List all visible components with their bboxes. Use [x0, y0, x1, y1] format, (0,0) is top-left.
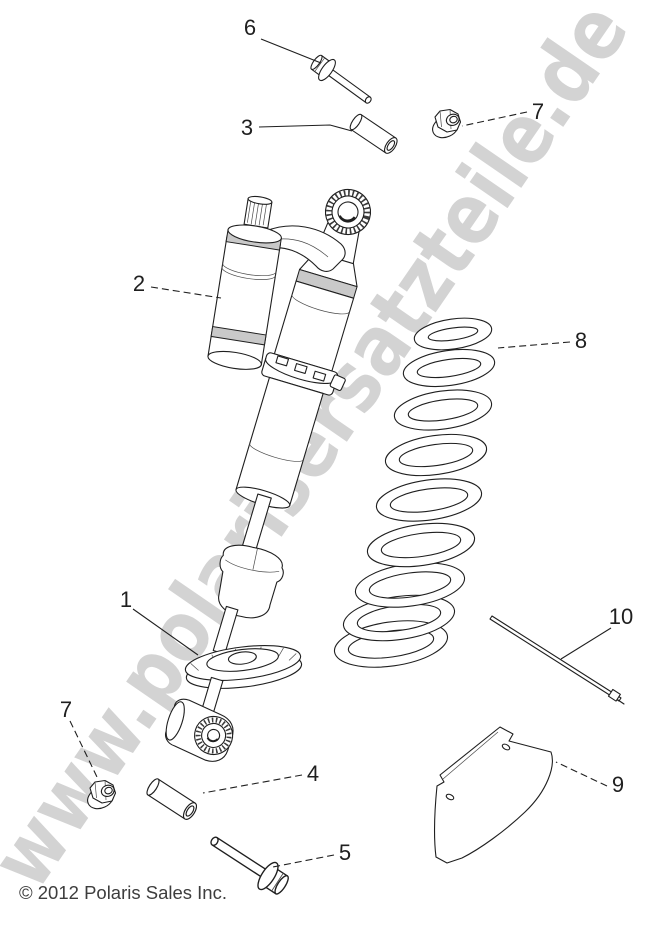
- callout-9-label: 9: [612, 772, 624, 797]
- callout-10: 10: [560, 604, 633, 660]
- callout-4-label: 4: [307, 761, 319, 786]
- shock-reservoir: [207, 195, 282, 370]
- spring-coil: [384, 433, 488, 477]
- callout-9: 9: [555, 761, 624, 797]
- callout-7-upper-label: 7: [532, 99, 544, 124]
- spring-coil: [413, 317, 493, 351]
- callout-3-line: [258, 124, 353, 132]
- shock-body: [235, 188, 372, 509]
- callout-4: 4: [202, 761, 319, 794]
- callout-8-label: 8: [575, 328, 587, 353]
- callout-1-label: 1: [120, 587, 132, 612]
- spring-coil: [393, 389, 493, 431]
- callout-6-label: 6: [244, 15, 256, 40]
- callout-8: 8: [497, 328, 587, 353]
- callout-5: 5: [272, 840, 351, 868]
- callout-6-line: [260, 38, 322, 64]
- spring-coil: [375, 478, 483, 522]
- callout-3-label: 3: [241, 115, 253, 140]
- callout-9-line: [555, 761, 608, 787]
- callout-7-upper-line: [461, 111, 528, 127]
- callout-1-line: [132, 608, 199, 656]
- callout-7-upper: 7: [461, 99, 544, 127]
- callout-2-label: 2: [133, 271, 145, 296]
- callout-7-lower-label: 7: [60, 697, 72, 722]
- callout-3: 3: [241, 115, 353, 140]
- callout-2-line: [150, 286, 222, 299]
- copyright-text: © 2012 Polaris Sales Inc.: [19, 882, 227, 903]
- bump-stop: [218, 544, 284, 619]
- callout-4-line: [202, 774, 303, 794]
- callout-10-label: 10: [609, 604, 633, 629]
- cable-tie: [489, 615, 625, 705]
- mud-guard: [433, 726, 553, 864]
- callout-10-line: [560, 627, 612, 660]
- coil-spring: [333, 317, 496, 668]
- callout-6: 6: [244, 15, 322, 64]
- spring-coil: [366, 522, 476, 568]
- callout-2: 2: [133, 271, 222, 299]
- lower-eyelet: [165, 698, 234, 762]
- callout-8-line: [497, 341, 571, 349]
- spring-coil: [342, 594, 456, 642]
- callout-7-lower: 7: [60, 697, 98, 778]
- callout-1: 1: [120, 587, 199, 656]
- spring-seat: [184, 645, 303, 689]
- spring-coil: [402, 348, 496, 388]
- callout-5-label: 5: [339, 840, 351, 865]
- spring-coil: [354, 562, 466, 608]
